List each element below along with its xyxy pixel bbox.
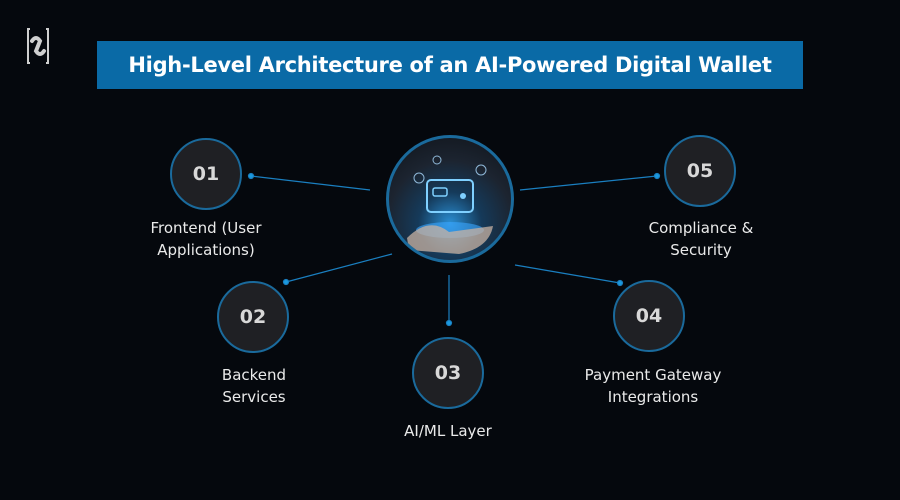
label-line: Services <box>222 388 286 406</box>
label-line: Frontend (User <box>150 219 262 237</box>
node-number: 03 <box>434 362 462 384</box>
node-number: 02 <box>239 306 267 328</box>
label-line: Backend <box>221 366 287 384</box>
node-05-label: Compliance & Security <box>611 217 791 261</box>
node-number: 04 <box>635 305 663 327</box>
page-title: High-Level Architecture of an AI-Powered… <box>128 53 772 77</box>
node-04: 04 <box>613 280 685 352</box>
node-05: 05 <box>664 135 736 207</box>
label-line: AI/ML Layer <box>404 422 492 440</box>
wallet-hub-image <box>386 135 514 263</box>
node-02: 02 <box>217 281 289 353</box>
node-01: 01 <box>170 138 242 210</box>
label-line: Compliance & <box>648 219 754 237</box>
label-line: Payment Gateway <box>584 366 722 384</box>
node-number: 01 <box>192 163 220 185</box>
title-banner: High-Level Architecture of an AI-Powered… <box>97 41 803 89</box>
node-03-label: AI/ML Layer <box>358 420 538 442</box>
brand-logo-icon <box>27 28 49 64</box>
node-number: 05 <box>686 160 714 182</box>
label-line: Security <box>670 241 732 259</box>
label-line: Integrations <box>607 388 699 406</box>
node-03: 03 <box>412 337 484 409</box>
label-line: Applications) <box>157 241 255 259</box>
